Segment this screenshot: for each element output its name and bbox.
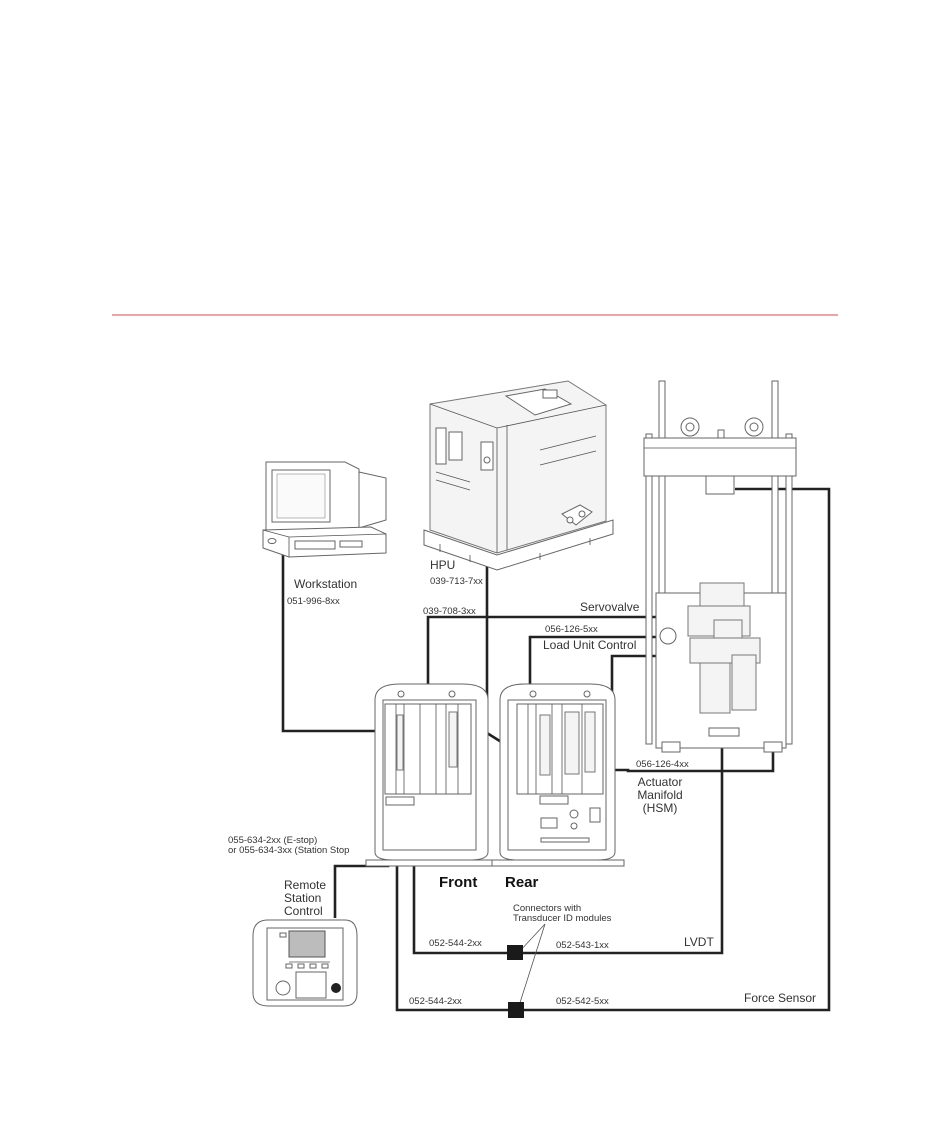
workstation-cable bbox=[281, 555, 394, 733]
remote-station-control bbox=[252, 919, 358, 1007]
rear-label: Rear bbox=[505, 874, 539, 891]
lvdt-right-part-number: 052-543-1xx bbox=[556, 940, 609, 951]
force-sensor-label: Force Sensor bbox=[744, 991, 816, 1005]
remote-label-line3: Control bbox=[284, 904, 323, 918]
controller-front bbox=[365, 683, 499, 867]
workstation-part-number: 051-996-8xx bbox=[287, 596, 340, 607]
connector-callout-leader bbox=[518, 923, 546, 953]
remote-label-line1: Remote bbox=[284, 878, 326, 892]
estop-part-number-line1: 055-634-2xx (E-stop) bbox=[228, 835, 317, 846]
hpu-part-number: 039-713-7xx bbox=[430, 576, 483, 587]
actuator-label-line3: (HSM) bbox=[643, 801, 678, 815]
load-frame bbox=[643, 380, 797, 753]
actuator-label-line2: Manifold bbox=[637, 788, 682, 802]
workstation-label: Workstation bbox=[294, 577, 357, 591]
force-sensor-cable bbox=[395, 487, 831, 1012]
remote-label-line2: Station bbox=[284, 891, 321, 905]
front-label: Front bbox=[439, 874, 477, 891]
lvdt-label: LVDT bbox=[684, 935, 714, 949]
load-unit-control-label: Load Unit Control bbox=[543, 638, 636, 652]
controller-rear bbox=[491, 683, 625, 867]
connectors-note-line1: Connectors with bbox=[513, 903, 581, 914]
load-unit-part-number: 056-126-5xx bbox=[545, 624, 598, 635]
actuator-label-line1: Actuator bbox=[638, 775, 683, 789]
connector-callout-leader-2 bbox=[517, 923, 546, 1010]
lvdt-id-connector bbox=[507, 945, 523, 960]
lvdt-left-part-number: 052-544-2xx bbox=[429, 938, 482, 949]
force-right-part-number: 052-542-5xx bbox=[556, 996, 609, 1007]
force-left-part-number: 052-544-2xx bbox=[409, 996, 462, 1007]
actuator-part-number: 056-126-4xx bbox=[636, 759, 689, 770]
hpu-cable-part-number: 039-708-3xx bbox=[423, 606, 476, 617]
hpu bbox=[423, 380, 614, 571]
estop-part-number-line2: or 055-634-3xx (Station Stop bbox=[228, 845, 349, 856]
workstation bbox=[262, 461, 387, 558]
hpu-label: HPU bbox=[430, 558, 455, 572]
connectors-note-line2: Transducer ID modules bbox=[513, 913, 612, 924]
force-id-connector bbox=[508, 1002, 524, 1018]
servovalve-label: Servovalve bbox=[580, 600, 640, 614]
